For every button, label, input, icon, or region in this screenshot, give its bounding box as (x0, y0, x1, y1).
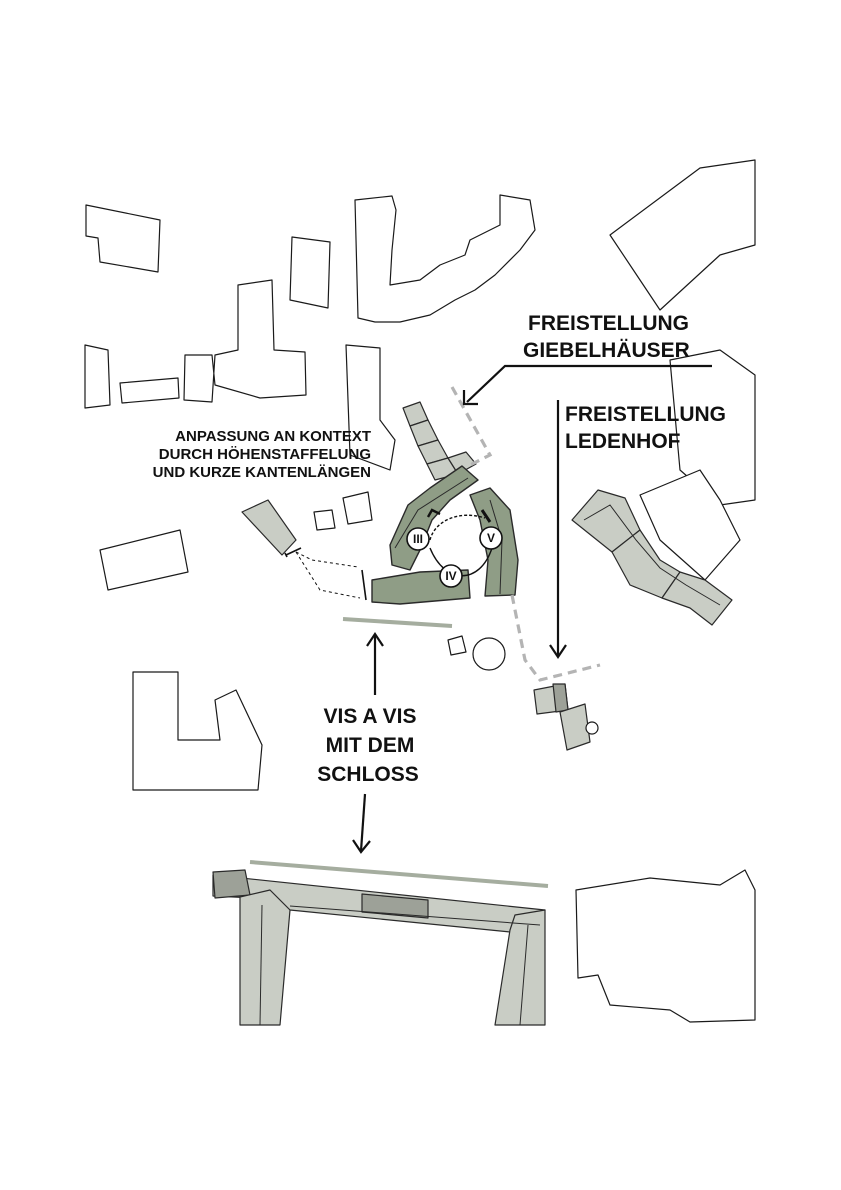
round-structure (472, 637, 506, 671)
schloss-west-wing (239, 889, 291, 1026)
building-outline (99, 529, 189, 591)
ledenhof-wing (661, 571, 733, 626)
building-outline (345, 344, 396, 471)
label-ledenhof-1: FREISTELLUNG (565, 403, 726, 426)
axis-bar-south (249, 860, 549, 888)
building-outline (447, 635, 467, 656)
small-building (552, 683, 569, 713)
arrow-giebelhaeuser (466, 364, 712, 403)
arrow-visavis-down (359, 793, 367, 852)
clearance-line-ledenhof (510, 594, 601, 682)
building-outline (669, 349, 756, 506)
label-visavis-3: SCHLOSS (317, 763, 419, 786)
ledenhof (571, 489, 733, 626)
schloss (212, 869, 546, 1026)
building-outline (313, 509, 336, 531)
small-building (559, 703, 591, 751)
label-giebelhaeuser-2: GIEBELHÄUSER (523, 339, 690, 362)
tower-icon (585, 721, 599, 735)
storey-label-west: III (413, 532, 423, 546)
building-outline (342, 491, 373, 525)
building-outline (289, 236, 331, 309)
small-context-building (241, 499, 599, 751)
storey-label-east: V (487, 531, 495, 545)
annotations: FREISTELLUNG GIEBELHÄUSER FREISTELLUNG L… (153, 312, 726, 786)
label-kontext-2: DURCH HÖHENSTAFFELUNG (159, 446, 371, 463)
building-outline (354, 194, 536, 323)
label-kontext-1: ANPASSUNG AN KONTEXT (175, 428, 371, 445)
arrowhead-ledenhof (549, 644, 567, 659)
building-outline (132, 671, 263, 791)
building-outline (639, 469, 741, 581)
storey-circle-east (479, 526, 503, 550)
building-outline (609, 159, 756, 311)
schloss-corner (212, 869, 251, 899)
storey-label-south: IV (445, 569, 456, 583)
clearance-line-giebelhaeuser (450, 386, 493, 467)
building-outline (85, 204, 161, 273)
building-outline (575, 869, 756, 1023)
schloss-center-pavilion (361, 893, 429, 919)
label-kontext-3: UND KURZE KANTENLÄNGEN (153, 464, 371, 481)
dimension-markers (284, 547, 367, 601)
label-visavis-1: VIS A VIS (324, 705, 417, 728)
label-ledenhof-2: LEDENHOF (565, 430, 681, 453)
label-giebelhaeuser-1: FREISTELLUNG (528, 312, 689, 335)
building-outline (84, 344, 111, 409)
storey-circle-south (439, 564, 463, 588)
axis-bar-north (342, 617, 453, 628)
new-building-west (389, 465, 479, 571)
storey-circle-west (406, 527, 430, 551)
small-building (241, 499, 297, 556)
storey-markers: III V IV (406, 508, 503, 588)
label-visavis-2: MIT DEM (326, 734, 415, 757)
arrowhead-visavis-down (352, 839, 371, 854)
building-outline (119, 377, 180, 404)
arrows (352, 364, 712, 854)
arrowhead-giebelhaeuser (462, 390, 478, 406)
building-outline (183, 279, 307, 403)
ledenhof-wing (571, 489, 641, 553)
arrowhead-visavis-up (366, 632, 384, 647)
gable-house (447, 451, 477, 475)
context-buildings (84, 159, 756, 1023)
